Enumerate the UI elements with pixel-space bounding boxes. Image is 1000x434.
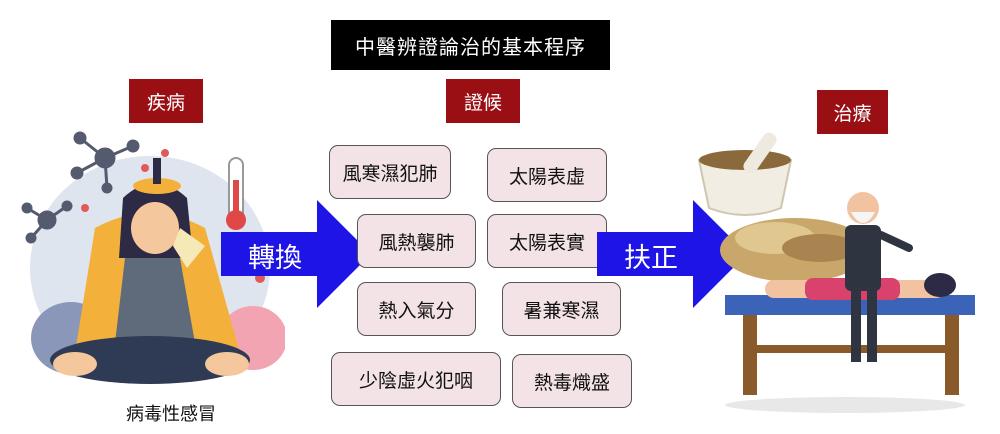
syndrome-item: 風熱襲肺: [357, 214, 476, 268]
mortar-pestle-icon: [697, 132, 793, 216]
syndrome-item: 熱毒熾盛: [512, 354, 632, 408]
herbs-icon: [720, 218, 870, 282]
arrow-support-label: 扶正: [624, 243, 678, 274]
label-syndrome: 證候: [446, 79, 520, 123]
syndrome-item: 暑兼寒濕: [502, 282, 621, 336]
caption-viral-cold: 病毒性感冒: [126, 404, 216, 425]
thermometer-icon: [226, 157, 246, 230]
arrow-support: [597, 200, 747, 308]
syndrome-item: 太陽表實: [487, 214, 607, 268]
arrow-convert-label: 轉換: [248, 243, 302, 274]
syndrome-item: 風寒濕犯肺: [329, 145, 451, 199]
label-treatment: 治療: [817, 90, 888, 134]
syndrome-item: 熱入氣分: [357, 282, 476, 336]
treatment-illustration: [697, 132, 975, 413]
arrow-convert: [221, 200, 371, 308]
sick-person-illustration: [21, 131, 285, 384]
virus-icon: [70, 131, 140, 194]
syndrome-item: 少陰虛火犯咽: [331, 352, 501, 406]
diagram-title: 中醫辨證論治的基本程序: [331, 20, 610, 70]
label-disease: 疾病: [129, 79, 203, 123]
virus-icon: [21, 200, 73, 244]
syndrome-item: 太陽表虛: [487, 148, 607, 202]
